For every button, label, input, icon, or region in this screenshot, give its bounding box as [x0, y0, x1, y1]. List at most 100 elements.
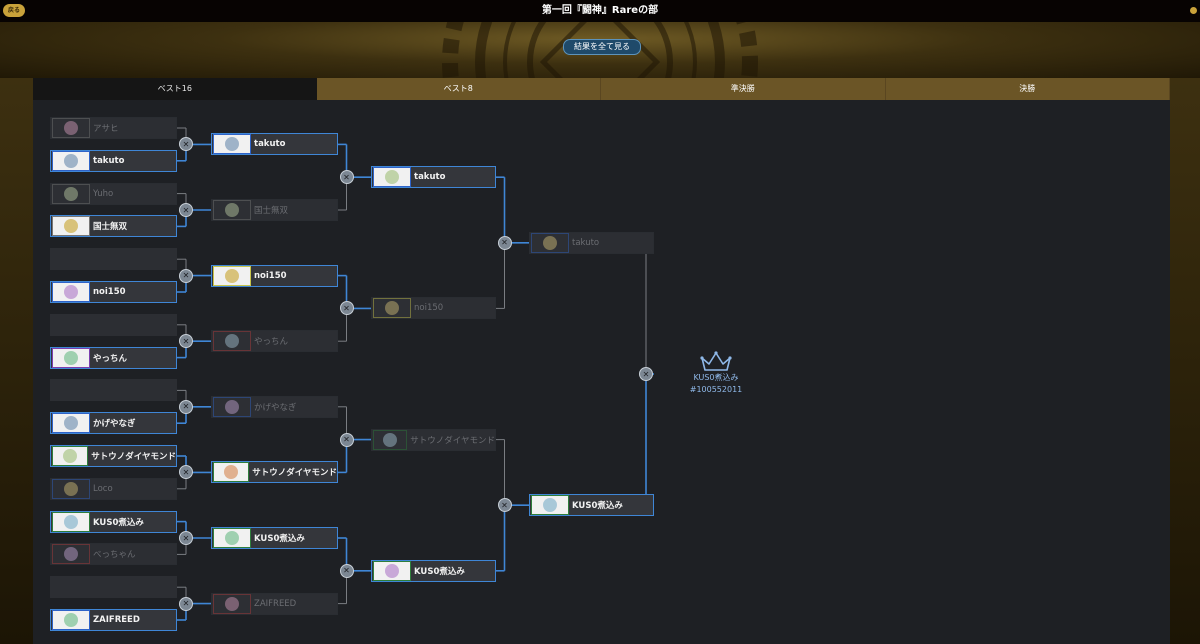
player-slot-round16[interactable]: アサヒ — [50, 117, 177, 139]
avatar — [52, 183, 90, 204]
tab-final[interactable]: 決勝 — [885, 78, 1170, 100]
player-slot-round16 — [50, 248, 177, 271]
player-name: かげやなぎ — [254, 402, 297, 413]
player-slot-round16[interactable]: 国士無双 — [50, 215, 177, 238]
player-name: Yuho — [93, 188, 114, 199]
match-vs-icon[interactable]: ✕ — [179, 137, 193, 152]
avatar-face-icon — [225, 137, 239, 152]
player-slot-round8[interactable]: ZAIFREED — [211, 592, 338, 615]
tab-best8[interactable]: ベスト8 — [316, 78, 601, 100]
avatar-face-icon — [543, 498, 557, 513]
avatar — [213, 396, 251, 417]
avatar — [52, 511, 90, 532]
champion-name: KUS0煮込み — [693, 373, 739, 382]
view-all-results-button[interactable]: 結果を全て見る — [563, 39, 641, 55]
player-name: やっちん — [254, 337, 289, 348]
match-vs-icon[interactable]: ✕ — [179, 465, 193, 480]
player-slot-round16[interactable]: takuto — [50, 149, 177, 172]
match-vs-icon[interactable]: ✕ — [179, 268, 193, 283]
avatar — [213, 331, 251, 352]
avatar — [52, 282, 90, 302]
bracket-lines — [177, 127, 654, 621]
player-slot-semifinal[interactable]: takuto — [371, 166, 496, 189]
player-name: takuto — [254, 139, 286, 150]
match-vs-icon[interactable]: ✕ — [179, 531, 193, 545]
gear-emblem-icon — [442, 22, 758, 78]
avatar-face-icon — [64, 547, 78, 562]
avatar — [52, 413, 90, 434]
avatar-face-icon — [543, 235, 557, 250]
player-name: ZAIFREED — [254, 598, 297, 609]
back-button[interactable]: 戻る — [3, 4, 25, 17]
avatar — [373, 429, 408, 450]
avatar — [52, 446, 89, 466]
match-vs-icon[interactable]: ✕ — [497, 498, 512, 513]
avatar — [213, 200, 251, 220]
avatar — [52, 118, 90, 138]
tab-best16[interactable]: ベスト16 — [33, 78, 317, 100]
avatar-face-icon — [385, 301, 399, 316]
player-slot-final[interactable]: KUS0煮込み — [529, 494, 654, 517]
avatar-face-icon — [225, 203, 239, 217]
player-slot-round8[interactable]: takuto — [211, 133, 338, 156]
match-vs-icon[interactable]: ✕ — [179, 334, 193, 349]
player-slot-semifinal[interactable]: noi150 — [371, 297, 496, 320]
match-vs-icon[interactable]: ✕ — [339, 563, 354, 578]
avatar-face-icon — [63, 449, 78, 463]
player-slot-round8[interactable]: かげやなぎ — [211, 395, 338, 418]
player-name: KUS0煮込み — [93, 517, 144, 528]
player-name: noi150 — [414, 303, 444, 314]
match-vs-icon[interactable]: ✕ — [339, 301, 354, 316]
player-name: KUS0煮込み — [254, 534, 305, 544]
player-slot-round16[interactable]: noi150 — [50, 281, 177, 303]
match-vs-icon[interactable]: ✕ — [179, 203, 193, 217]
player-slot-round16[interactable]: Yuho — [50, 182, 177, 205]
avatar — [52, 216, 90, 237]
player-name: 国士無双 — [93, 222, 128, 233]
player-slot-round8[interactable]: noi150 — [211, 264, 338, 287]
match-vs-icon[interactable]: ✕ — [497, 235, 512, 250]
player-name: takuto — [572, 237, 600, 248]
player-name: ZAIFREED — [93, 615, 140, 625]
match-vs-icon[interactable]: ✕ — [179, 596, 193, 611]
player-slot-round8[interactable]: KUS0煮込み — [211, 527, 338, 549]
player-slot-round16[interactable]: ZAIFREED — [50, 609, 177, 631]
avatar-face-icon — [225, 531, 239, 545]
menu-dot-icon[interactable] — [1190, 7, 1197, 14]
player-slot-round16 — [50, 313, 177, 336]
player-slot-round16[interactable]: サトウノダイヤモンド — [50, 445, 177, 467]
right-side-decoration — [1166, 78, 1200, 644]
avatar — [52, 544, 90, 565]
player-slot-round16[interactable]: Loco — [50, 477, 177, 500]
avatar-face-icon — [64, 121, 78, 135]
avatar-face-icon — [224, 465, 239, 480]
avatar — [52, 150, 90, 171]
avatar — [213, 134, 251, 155]
player-name: noi150 — [254, 270, 287, 281]
player-slot-round16[interactable]: KUS0煮込み — [50, 510, 177, 533]
avatar-face-icon — [64, 481, 78, 496]
match-vs-icon[interactable]: ✕ — [639, 367, 653, 381]
player-name: 国士無双 — [254, 206, 289, 216]
player-slot-round16[interactable]: べっちゃん — [50, 543, 177, 566]
avatar — [52, 347, 90, 368]
player-name: アサヒ — [93, 124, 119, 134]
match-vs-icon[interactable]: ✕ — [339, 432, 354, 447]
player-slot-round8[interactable]: 国士無双 — [211, 199, 338, 221]
player-slot-semifinal[interactable]: サトウノダイヤモンド — [371, 428, 496, 451]
player-slot-round8[interactable]: やっちん — [211, 330, 338, 353]
champion-box: KUS0煮込み #100552011 — [686, 350, 746, 396]
avatar-face-icon — [64, 350, 78, 365]
match-vs-icon[interactable]: ✕ — [339, 170, 354, 185]
player-slot-round16[interactable]: かげやなぎ — [50, 412, 177, 435]
player-slot-round8[interactable]: サトウノダイヤモンド — [211, 461, 338, 484]
player-slot-semifinal[interactable]: KUS0煮込み — [371, 559, 496, 582]
player-slot-final[interactable]: takuto — [529, 231, 654, 254]
avatar — [52, 478, 90, 499]
avatar — [213, 462, 250, 483]
tab-semifinal[interactable]: 準決勝 — [601, 78, 886, 100]
avatar-face-icon — [383, 432, 398, 447]
player-slot-round16[interactable]: やっちん — [50, 346, 177, 369]
match-vs-icon[interactable]: ✕ — [179, 399, 193, 414]
